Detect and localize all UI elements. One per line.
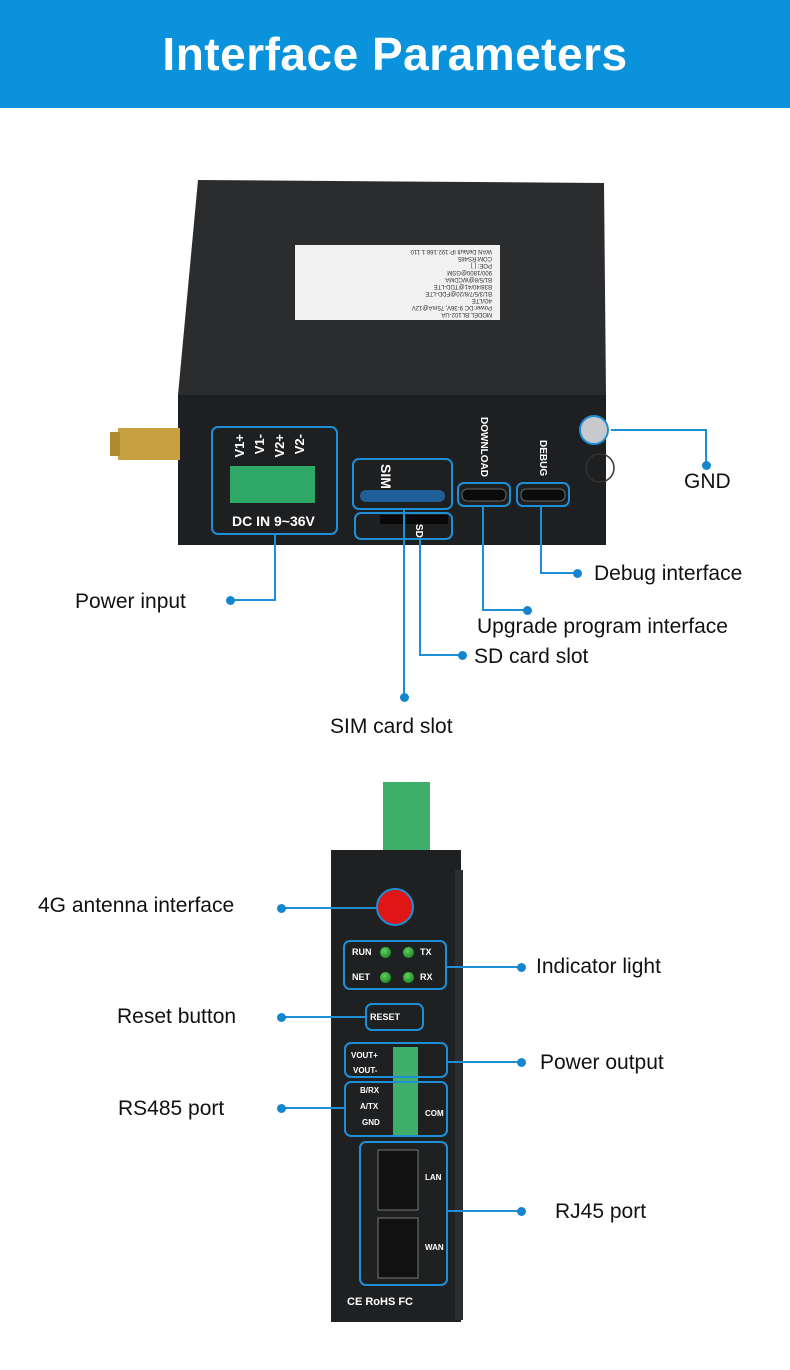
indicator-light-label: Indicator light xyxy=(536,955,661,978)
reset-box xyxy=(365,1003,424,1031)
callout-dot xyxy=(277,904,286,913)
lan-text: LAN xyxy=(425,1173,442,1182)
callout-dot xyxy=(226,596,235,605)
antenna-interface-label: 4G antenna interface xyxy=(38,894,235,917)
callout-dot xyxy=(517,1058,526,1067)
rs485-box xyxy=(344,1081,448,1137)
terminal-label: V1- xyxy=(252,434,267,455)
sim-card-slot-label: SIM card slot xyxy=(330,715,453,738)
sim-text: SIM xyxy=(378,464,394,489)
antenna-connector-top xyxy=(118,428,180,460)
label-line: POE: [ ] xyxy=(470,262,492,268)
wan-jack xyxy=(377,1217,419,1279)
debug-interface-label: Debug interface xyxy=(594,562,743,585)
com-text: COM xyxy=(425,1109,444,1118)
debug-port-box xyxy=(516,482,570,507)
com-pin: GND xyxy=(362,1118,380,1127)
gnd-label: GND xyxy=(684,470,731,493)
terminal-block xyxy=(230,466,315,503)
sd-slot xyxy=(380,515,448,524)
page-title: Interface Parameters xyxy=(162,28,628,80)
terminal-label: V2+ xyxy=(272,434,287,458)
indicator-box xyxy=(343,940,447,990)
vout-minus: VOUT- xyxy=(353,1066,378,1075)
sim-box xyxy=(352,458,453,510)
label-line: MODEL:BL102-UA xyxy=(441,311,492,317)
led-run xyxy=(380,947,391,958)
header-banner: Interface Parameters xyxy=(0,0,790,108)
reset-text[interactable]: RESET xyxy=(370,1012,401,1022)
device-label-sticker: MODEL:BL102-UA Power:DC 9-36V, 75mA@12V … xyxy=(295,245,500,320)
led-label-run: RUN xyxy=(352,947,372,957)
callout-dot xyxy=(517,963,526,972)
led-label-rx: RX xyxy=(420,972,433,982)
power-input-box xyxy=(211,426,338,535)
power-output-box xyxy=(344,1042,448,1078)
callout-dot xyxy=(277,1013,286,1022)
label-line: B1/5/8@WCDMA xyxy=(445,276,492,282)
terminal-strip xyxy=(393,1047,418,1135)
sd-text: SD xyxy=(413,524,424,538)
download-text: DOWNLOAD xyxy=(478,417,489,477)
wan-text: WAN xyxy=(425,1243,444,1252)
ground-symbol xyxy=(585,453,615,483)
upgrade-interface-label: Upgrade program interface xyxy=(477,615,728,638)
label-line: WAN Default IP:192.168.1.110 xyxy=(410,248,492,254)
power-input-label: Power input xyxy=(75,590,186,613)
debug-text: DEBUG xyxy=(537,440,548,477)
certification-marks: CE RoHS FC xyxy=(347,1296,413,1308)
callout-lines xyxy=(230,429,707,1212)
download-port-box xyxy=(457,482,511,507)
rj45-box xyxy=(359,1141,448,1286)
label-line: 4G/LTE xyxy=(471,297,492,303)
callout-dot xyxy=(458,651,467,660)
power-output-label: Power output xyxy=(540,1051,664,1074)
callout-dot xyxy=(400,693,409,702)
sd-card-slot-label: SD card slot xyxy=(474,645,589,668)
led-label-tx: TX xyxy=(420,947,432,957)
vout-plus: VOUT+ xyxy=(351,1051,378,1060)
com-pin: B/RX xyxy=(360,1086,380,1095)
label-line: B38/40/41@TDD-LTE xyxy=(433,283,492,289)
debug-port xyxy=(520,488,566,502)
callout-dot xyxy=(517,1207,526,1216)
terminal-label: V1+ xyxy=(232,434,247,458)
lan-jack xyxy=(377,1149,419,1211)
com-pin: A/TX xyxy=(360,1102,379,1111)
gnd-screw xyxy=(579,415,609,445)
power-rating-text: DC IN 9~36V xyxy=(232,513,315,529)
led-tx xyxy=(403,947,414,958)
callout-dot xyxy=(523,606,532,615)
rs485-port-label: RS485 port xyxy=(118,1097,225,1120)
label-line: 900/1800@GSM xyxy=(447,269,492,275)
rj45-port-label: RJ45 port xyxy=(555,1200,647,1223)
callout-dot xyxy=(573,569,582,578)
callout-dot xyxy=(277,1104,286,1113)
label-line: B1/3/5/7/8/20@FDD-LTE xyxy=(425,290,492,296)
label-line: Power:DC 9-36V, 75mA@12V xyxy=(411,304,492,310)
antenna-knob xyxy=(376,888,414,926)
sd-box xyxy=(354,512,453,540)
led-rx xyxy=(403,972,414,983)
side-antenna-terminal xyxy=(383,782,430,852)
led-label-net: NET xyxy=(352,972,370,982)
sim-slot xyxy=(360,490,445,502)
reset-button-label: Reset button xyxy=(117,1005,237,1028)
callout-dot xyxy=(702,461,711,470)
download-port xyxy=(461,488,507,502)
terminal-label: V2- xyxy=(292,434,307,455)
led-net xyxy=(380,972,391,983)
label-line: COM:RS485 xyxy=(457,255,492,261)
